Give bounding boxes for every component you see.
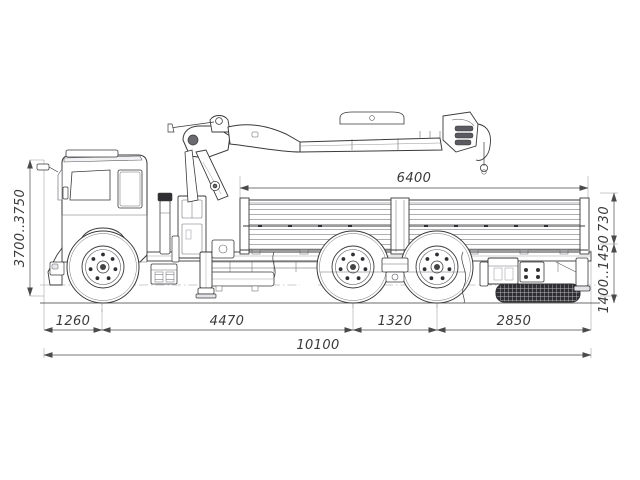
crane-hydraulic-tank <box>157 192 173 255</box>
dimension-label-wheelbase: 4470 <box>210 314 245 329</box>
side-panel-post-mid <box>390 197 410 255</box>
crane-hook-assembly <box>442 111 491 175</box>
knuckle-boom-crane <box>167 115 231 159</box>
rear-wheel-front-axle <box>316 230 390 304</box>
rear-outrigger <box>555 257 591 292</box>
dimension-label-front-overhang: 1260 <box>56 314 91 329</box>
rear-bogie-suspension <box>320 257 466 283</box>
crane-outrigger-leg <box>195 239 235 299</box>
boom-lift-cylinder <box>184 149 229 203</box>
dimension-label-platform-floor-height: 1400..1450 <box>597 235 612 313</box>
dimension-chain: 1260 4470 1320 2850 <box>43 314 592 333</box>
dimension-overall-length: 10100 <box>43 338 592 358</box>
rear-mounted-equipment <box>479 257 545 287</box>
dimension-label-height-overall: 3700..3750 <box>13 189 28 267</box>
fuel-tank <box>205 271 275 292</box>
platform-latches <box>258 225 548 227</box>
front-wheel <box>66 230 140 304</box>
dimension-label-bogie-spacing: 1320 <box>378 314 413 329</box>
battery-box <box>150 263 178 285</box>
cab-windows <box>69 169 143 209</box>
dimension-height-overall: 3700..3750 <box>13 159 33 297</box>
dimension-side-board-height: 730 <box>597 192 617 245</box>
cab-mirror <box>36 163 69 200</box>
hydraulic-hose-routing <box>272 251 467 304</box>
crane-main-boom <box>227 111 443 153</box>
platform-hinges <box>251 249 569 255</box>
rear-wheel-rear-axle <box>400 230 474 304</box>
dimension-label-overall-length: 10100 <box>296 338 339 353</box>
crane-boom-sections <box>351 131 441 150</box>
dimension-label-platform-length: 6400 <box>397 171 432 186</box>
dimension-platform-floor-height: 1400..1450 <box>597 235 617 313</box>
rear-muffler <box>495 283 581 303</box>
dimension-platform-length: 6400 <box>239 171 589 191</box>
dimension-label-rear-overhang: 2850 <box>497 314 532 329</box>
dimension-label-side-board-height: 730 <box>597 206 612 232</box>
